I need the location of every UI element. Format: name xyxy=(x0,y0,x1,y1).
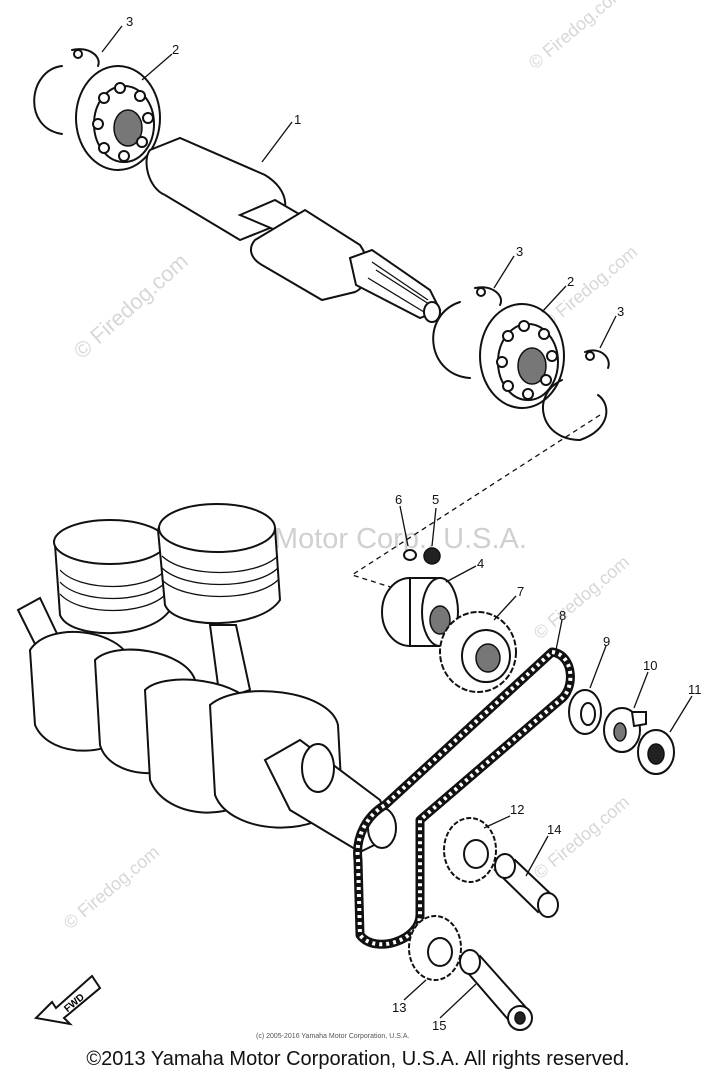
cam-chain xyxy=(353,647,575,949)
watermark-firedog: © Firedog.com xyxy=(530,792,633,883)
watermark-firedog: © Firedog.com xyxy=(538,242,641,333)
part-9-washer xyxy=(568,689,602,735)
callout-3-top: 3 xyxy=(126,14,133,29)
idler-group xyxy=(408,817,559,1031)
callout-8: 8 xyxy=(559,608,566,623)
callout-9: 9 xyxy=(603,634,610,649)
assembly-guide-line xyxy=(350,414,601,591)
part-13-sprocket xyxy=(408,915,462,981)
rotor-group xyxy=(381,547,517,693)
circlip-left-top xyxy=(71,48,100,67)
callout-10: 10 xyxy=(643,658,657,673)
connecting-rod xyxy=(208,624,252,702)
part-6-pin xyxy=(403,549,417,561)
footer-copyright: ©2013 Yamaha Motor Corporation, U.S.A. A… xyxy=(86,1048,630,1070)
upper-crankshaft-assembly xyxy=(33,48,610,591)
circlip-right-outer xyxy=(432,301,471,379)
crankshaft-center xyxy=(249,208,369,302)
callout-4: 4 xyxy=(477,556,484,571)
callout-13: 13 xyxy=(392,1000,406,1015)
watermark-firedog: © Firedog.com xyxy=(530,552,633,643)
callout-6: 6 xyxy=(395,492,402,507)
circlip-left-outer xyxy=(33,65,63,135)
lower-engine-assembly xyxy=(16,503,397,854)
callout-11: 11 xyxy=(688,682,702,697)
bearing-right-balls xyxy=(496,320,558,400)
watermark-firedog: © Firedog.com xyxy=(69,248,193,363)
watermark-firedog: © Firedog.com xyxy=(60,842,163,933)
part-5-ball xyxy=(423,547,441,565)
inner-copyright: (c) 2005-2016 Yamaha Motor Corporation, … xyxy=(256,1033,409,1040)
washer-group xyxy=(568,689,675,775)
callout-7: 7 xyxy=(517,584,524,599)
callout-3-right: 3 xyxy=(617,304,624,319)
fwd-arrow: FWD xyxy=(33,974,102,1026)
circlip-far-right xyxy=(542,379,608,441)
callout-12: 12 xyxy=(510,802,524,817)
watermark-firedog: © Firedog.com xyxy=(525,0,628,73)
callout-numbers: 3 2 1 3 2 3 6 5 4 7 8 9 10 11 12 14 13 1… xyxy=(126,14,702,1033)
bearing-left-balls xyxy=(92,82,154,162)
callout-1: 1 xyxy=(294,112,301,127)
callout-leaders xyxy=(101,25,693,1019)
callout-2-top: 2 xyxy=(172,42,179,57)
callout-14: 14 xyxy=(547,822,561,837)
callout-5: 5 xyxy=(432,492,439,507)
callout-3-mid: 3 xyxy=(516,244,523,259)
callout-2-mid: 2 xyxy=(567,274,574,289)
callout-15: 15 xyxy=(432,1018,446,1033)
